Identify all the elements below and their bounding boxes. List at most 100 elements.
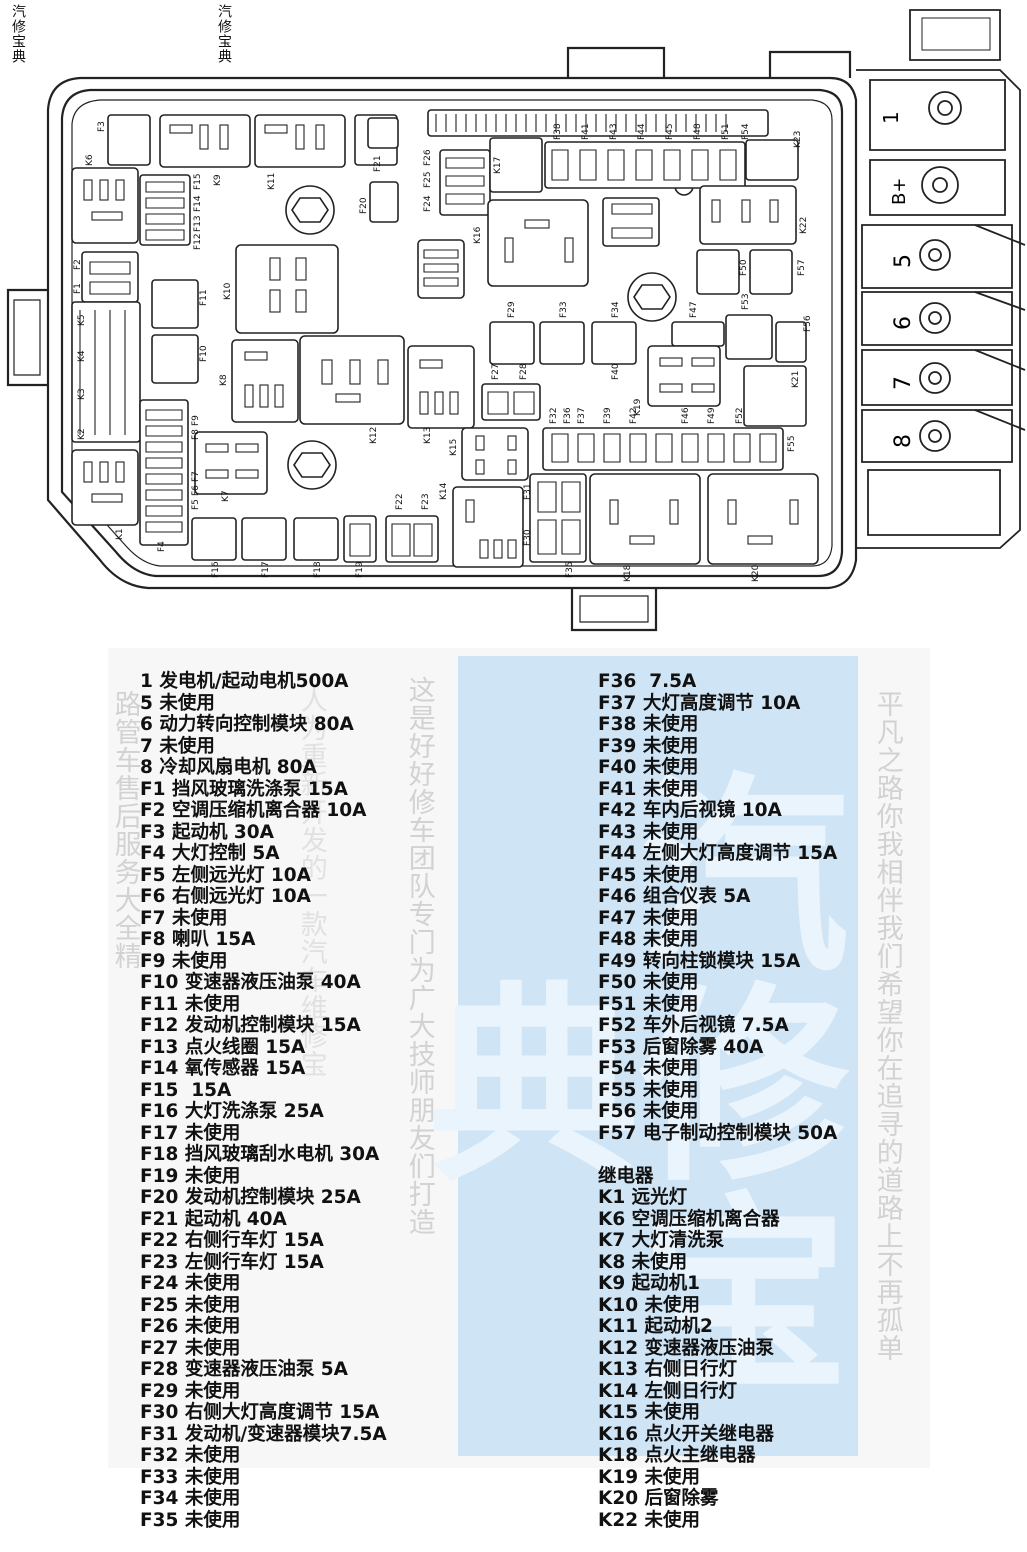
legend-item: F6 右侧远光灯 10A bbox=[140, 886, 311, 907]
label-F57: F57 bbox=[797, 259, 807, 276]
watermark-top-center: 汽修宝典 bbox=[216, 4, 232, 64]
label-F5: F5 bbox=[191, 499, 201, 510]
label-K9: K9 bbox=[213, 174, 223, 186]
legend-item: F26 未使用 bbox=[140, 1316, 241, 1337]
label-K2: K2 bbox=[77, 428, 87, 440]
label-F30: F30 bbox=[523, 529, 533, 546]
legend-item: F19 未使用 bbox=[140, 1165, 241, 1187]
label-F14: F14 bbox=[193, 195, 203, 212]
legend-item: F29 未使用 bbox=[140, 1380, 241, 1402]
legend-item: F7 未使用 bbox=[140, 907, 228, 929]
label-F17: F17 bbox=[261, 561, 271, 578]
legend-spacer bbox=[598, 1144, 837, 1166]
legend-item: K6 空调压缩机离合器 bbox=[598, 1208, 780, 1230]
label-F40: F40 bbox=[611, 363, 621, 380]
legend-item: F22 右侧行车灯 15A bbox=[140, 1230, 324, 1251]
legend-item: F50 未使用 bbox=[598, 972, 699, 993]
legend-item: K10 未使用 bbox=[598, 1294, 701, 1316]
label-F27: F27 bbox=[491, 363, 501, 380]
label-F53: F53 bbox=[741, 293, 751, 310]
label-F36: F36 bbox=[563, 407, 573, 424]
legend-item: K8 未使用 bbox=[598, 1251, 688, 1273]
label-F50: F50 bbox=[739, 259, 749, 276]
label-F34: F34 bbox=[611, 301, 621, 318]
label-F3: F3 bbox=[97, 121, 107, 132]
legend-item: F34 未使用 bbox=[140, 1488, 241, 1509]
label-F52: F52 bbox=[735, 407, 745, 424]
label-K14: K14 bbox=[439, 482, 449, 500]
component-labels: F1 F2 F3 F4 F5 F6 F7 F8 F9 F10 F11 F12 F… bbox=[73, 121, 813, 582]
label-F48: F48 bbox=[693, 123, 703, 140]
legend-item: F20 发动机控制模块 25A bbox=[140, 1187, 361, 1208]
legend-item: F47 未使用 bbox=[598, 907, 699, 929]
legend-item: K16 点火开关继电器 bbox=[598, 1423, 775, 1445]
blue-band bbox=[458, 656, 858, 1456]
label-K19: K19 bbox=[633, 398, 643, 416]
label-F16: F16 bbox=[211, 561, 221, 578]
legend-item: F55 未使用 bbox=[598, 1079, 699, 1101]
label-F8: F8 bbox=[191, 429, 201, 440]
label-F42: F42 bbox=[629, 407, 639, 424]
label-F45: F45 bbox=[665, 123, 675, 140]
legend-item: F1 挡风玻璃洗涤泵 15A bbox=[140, 778, 348, 800]
watermark-col-c: 路管车售后服务大全精 bbox=[109, 690, 141, 970]
legend-item: F57 电子制动控制模块 50A bbox=[598, 1122, 838, 1144]
legend-item: F17 未使用 bbox=[140, 1122, 241, 1144]
legend-item: F54 未使用 bbox=[598, 1058, 699, 1079]
relay-heading: 继电器 bbox=[598, 1165, 654, 1187]
legend-item: F16 大灯洗涤泵 25A bbox=[140, 1101, 324, 1122]
legend-item: F13 点火线圈 15A bbox=[140, 1036, 306, 1058]
label-F20: F20 bbox=[359, 197, 369, 214]
label-K21: K21 bbox=[791, 371, 801, 388]
legend-item: K18 点火主继电器 bbox=[598, 1445, 756, 1466]
label-K10: K10 bbox=[223, 282, 233, 300]
legend-item: F3 起动机 30A bbox=[140, 821, 274, 843]
legend-item: F41 未使用 bbox=[598, 778, 699, 800]
terminal-label-5: 5 bbox=[891, 254, 916, 268]
label-F2: F2 bbox=[73, 259, 83, 270]
label-K5: K5 bbox=[77, 314, 87, 326]
label-K3: K3 bbox=[77, 388, 87, 400]
label-F31: F31 bbox=[523, 483, 533, 500]
legend-item: F27 未使用 bbox=[140, 1337, 241, 1359]
label-F54: F54 bbox=[741, 123, 751, 140]
label-F4: F4 bbox=[157, 541, 167, 552]
legend-item: F11 未使用 bbox=[140, 993, 241, 1015]
label-F46: F46 bbox=[681, 407, 691, 424]
label-F6: F6 bbox=[191, 485, 201, 496]
legend-item: F25 未使用 bbox=[140, 1294, 241, 1316]
legend-item: F18 挡风玻璃刮水电机 30A bbox=[140, 1144, 380, 1165]
legend-item: F31 发动机/变速器模块7.5A bbox=[140, 1423, 387, 1445]
legend-item: K13 右侧日行灯 bbox=[598, 1359, 738, 1380]
legend-item: F56 未使用 bbox=[598, 1101, 699, 1122]
terminal-label-7: 7 bbox=[891, 376, 916, 390]
legend-item: F52 车外后视镜 7.5A bbox=[598, 1015, 789, 1036]
legend-item: F44 左侧大灯高度调节 15A bbox=[598, 843, 838, 864]
label-F44: F44 bbox=[637, 123, 647, 140]
label-F38: F38 bbox=[553, 123, 563, 140]
terminal-label-b-plus: B+ bbox=[889, 178, 910, 205]
label-K7: K7 bbox=[221, 490, 231, 502]
label-F12: F12 bbox=[193, 233, 203, 250]
label-K16: K16 bbox=[473, 226, 483, 244]
legend-item: F10 变速器液压油泵 40A bbox=[140, 972, 361, 993]
label-F28: F28 bbox=[519, 363, 529, 380]
legend-item: F48 未使用 bbox=[598, 929, 699, 950]
legend-item: F53 后窗除雾 40A bbox=[598, 1036, 764, 1058]
label-K1: K1 bbox=[115, 528, 125, 540]
legend-item: K14 左侧日行灯 bbox=[598, 1380, 738, 1402]
label-F18: F18 bbox=[313, 561, 323, 578]
label-F29: F29 bbox=[507, 301, 517, 318]
label-F43: F43 bbox=[609, 123, 619, 140]
legend-item: K20 后窗除雾 bbox=[598, 1488, 719, 1509]
label-F32: F32 bbox=[549, 407, 559, 424]
legend-item: F46 组合仪表 5A bbox=[598, 886, 751, 907]
label-F35: F35 bbox=[565, 561, 575, 578]
label-K11: K11 bbox=[267, 173, 277, 190]
label-F39: F39 bbox=[603, 407, 613, 424]
legend-item: F38 未使用 bbox=[598, 714, 699, 735]
label-F51: F51 bbox=[721, 123, 731, 140]
label-F33: F33 bbox=[559, 301, 569, 318]
legend-item: F36 7.5A bbox=[598, 671, 697, 692]
